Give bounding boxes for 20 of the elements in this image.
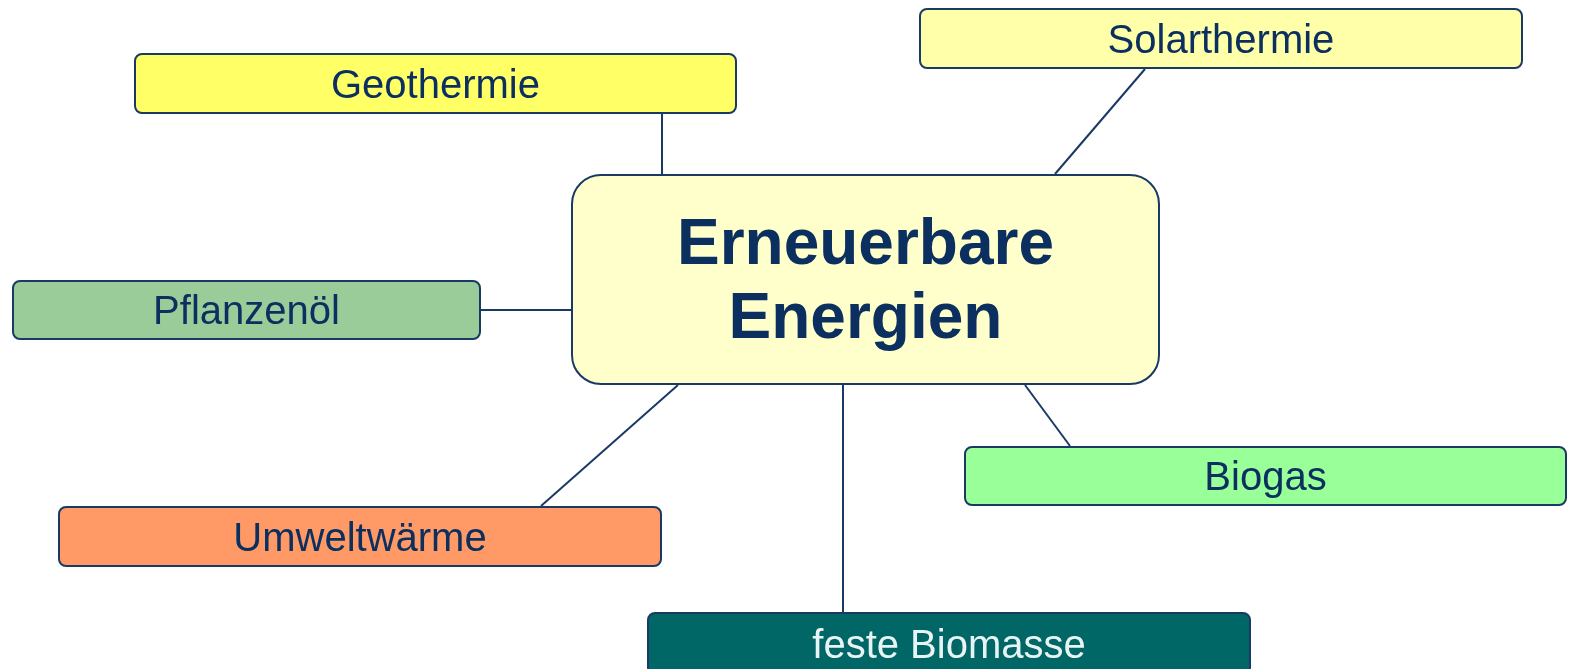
topic-label: Umweltwärme xyxy=(232,513,488,560)
connector-line xyxy=(540,384,679,507)
topic-box xyxy=(919,8,1523,69)
topic-box xyxy=(12,280,481,340)
topic-box xyxy=(647,612,1251,669)
topic-label: feste Biomasse xyxy=(811,621,1087,667)
topic-label: Geothermie xyxy=(330,60,541,107)
topic-box xyxy=(58,506,662,567)
connector-line xyxy=(842,384,844,613)
topic-label: Pflanzenöl xyxy=(152,287,341,333)
topic-label: Solarthermie xyxy=(1106,15,1336,62)
connector-line xyxy=(661,113,663,175)
topic-box xyxy=(964,446,1567,506)
central-topic-box xyxy=(571,174,1160,385)
topic-label: Biogas xyxy=(1203,453,1328,499)
topic-label: Erneuerbare Energien xyxy=(675,205,1056,354)
connector-line xyxy=(1024,384,1071,447)
connector-line xyxy=(1054,68,1146,175)
connector-line xyxy=(480,309,572,311)
topic-box xyxy=(134,53,737,114)
